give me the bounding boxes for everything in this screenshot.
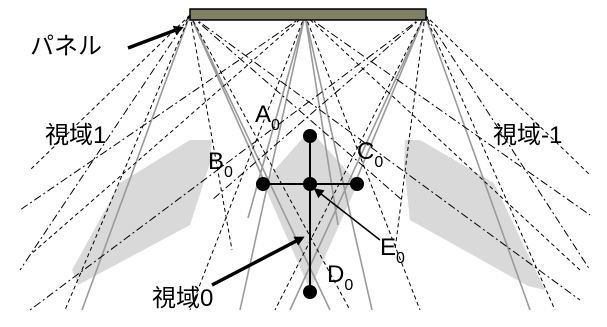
zone-0-label: 視域0 [152,285,213,312]
zone-neg1-shade [404,140,545,290]
dashed-rays [29,14,591,311]
dashdot-rays [19,14,591,311]
zone-neg1-label: 視域-1 [493,122,562,149]
point-a0 [303,129,317,143]
label-d0: D0 [327,261,353,294]
point-b0 [256,177,270,191]
zone-1-shade [72,140,212,285]
zone-0-arrow [211,236,305,287]
label-c0: C0 [357,138,383,171]
zone-1-label: 視域1 [45,122,106,149]
point-c0 [350,177,364,191]
panel-arrow [127,25,184,50]
points [256,129,364,299]
point-e0 [303,177,317,191]
point-d0 [303,285,317,299]
solid-rays [81,14,531,311]
panel [189,8,427,21]
label-b0: B0 [208,148,233,181]
label-e0: E0 [380,234,405,267]
e0-pointer [313,188,381,241]
label-a0: A0 [255,101,280,134]
panel-label: パネル [30,33,102,60]
